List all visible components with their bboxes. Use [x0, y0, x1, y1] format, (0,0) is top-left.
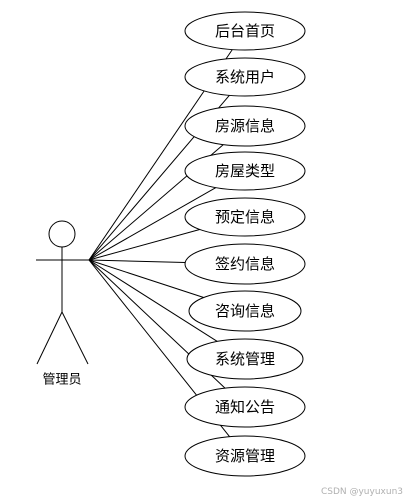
use-case-label: 签约信息 — [215, 255, 275, 273]
association-line — [88, 229, 200, 261]
actor-head — [48, 220, 76, 248]
use-case-label: 系统管理 — [215, 350, 275, 368]
use-case-booking-info: 预定信息 — [184, 197, 306, 237]
use-case-label: 预定信息 — [215, 208, 275, 226]
actor-left-leg — [36, 311, 63, 365]
use-case-resource-management: 资源管理 — [184, 435, 306, 477]
watermark: CSDN @yuyuxun3 — [320, 487, 403, 497]
actor-right-leg — [61, 311, 89, 365]
use-case-ellipse — [184, 11, 306, 51]
actor-label: 管理员 — [42, 373, 81, 388]
use-case-system-management: 系统管理 — [186, 338, 304, 380]
association-line — [88, 259, 204, 298]
use-case-label: 咨询信息 — [215, 302, 275, 320]
use-case-house-type: 房屋类型 — [184, 151, 306, 191]
use-case-notice: 通知公告 — [184, 386, 306, 428]
use-case-label: 房屋类型 — [215, 162, 275, 180]
use-case-ellipse — [184, 386, 306, 428]
actor-figure: 管理员 — [36, 220, 89, 388]
association-line — [88, 259, 186, 263]
use-case-system-users: 系统用户 — [184, 57, 306, 97]
use-case-ellipse — [184, 151, 306, 191]
use-case-ellipse — [186, 338, 304, 380]
use-case-inquiry-info: 咨询信息 — [188, 290, 302, 332]
use-case-label: 通知公告 — [215, 398, 275, 416]
use-case-label: 资源管理 — [215, 447, 275, 465]
use-case-label: 系统用户 — [215, 68, 275, 86]
use-case-ellipse — [184, 105, 306, 147]
use-case-house-info: 房源信息 — [184, 105, 306, 147]
use-case-ellipse — [188, 290, 302, 332]
use-case-ellipse — [184, 197, 306, 237]
association-lines — [88, 49, 233, 438]
use-case-label: 房源信息 — [215, 117, 275, 135]
use-case-home: 后台首页 — [184, 11, 306, 51]
use-case-ellipse — [184, 243, 306, 285]
use-case-contract-info: 签约信息 — [184, 243, 306, 285]
association-line — [88, 187, 217, 261]
association-line — [88, 259, 218, 342]
use-case-label: 后台首页 — [215, 22, 275, 40]
use-case-ellipse — [184, 57, 306, 97]
use-case-ellipse — [184, 435, 306, 477]
